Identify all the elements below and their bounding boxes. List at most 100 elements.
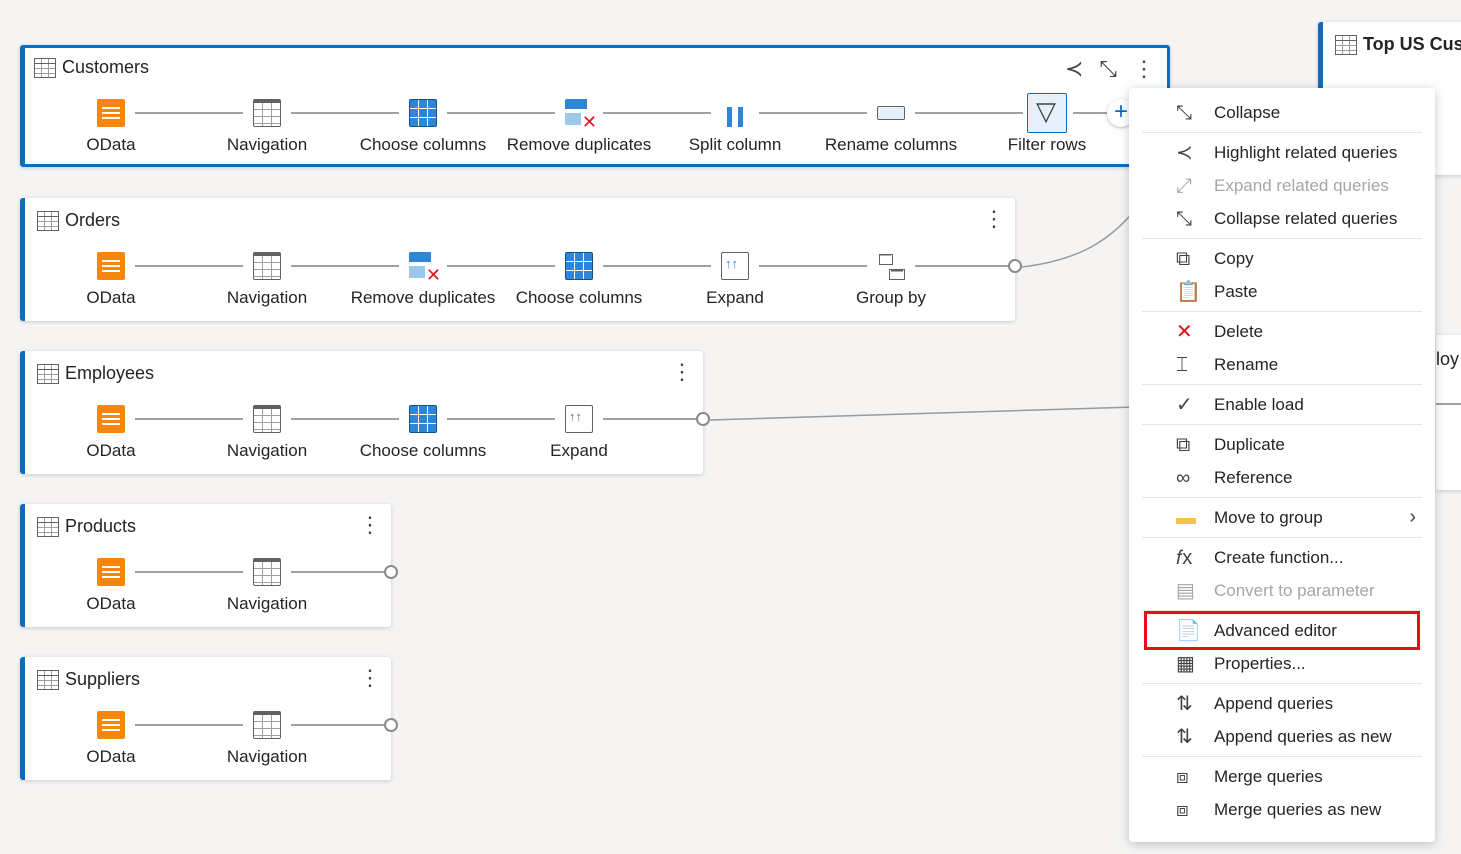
menu-item-expand-related-queries[interactable]: ⤢ Expand related queries [1142,169,1422,202]
query-card-customers[interactable]: Customers ≺ ⤡ ⋮ OData Navigation Choose column… [20,45,1170,167]
wire-employees [709,406,1136,421]
step-label: Navigation [226,594,308,613]
highlight-related-icon[interactable]: ≺ [1064,56,1084,81]
query-card-partial[interactable]: loy [1436,335,1461,490]
share-icon: ≺ [1176,141,1193,164]
step-filter-rows[interactable]: Filter rows [972,93,1122,155]
step-navigation[interactable]: Navigation [192,711,342,767]
nav-step-icon [253,558,281,586]
more-options-icon[interactable]: ⋮ [359,665,381,690]
output-port[interactable] [1008,259,1022,273]
menu-item-merge-queries-as-new[interactable]: ⧈Merge queries as new [1142,793,1422,826]
reference-icon: ∞ [1176,466,1191,489]
step-label: Remove duplicates [506,135,652,154]
more-options-icon[interactable]: ⋮ [359,512,381,537]
menu-item-copy[interactable]: ⧉Copy [1142,242,1422,275]
step-label: OData [86,441,136,460]
choose-step-icon [565,252,593,280]
menu-item-duplicate[interactable]: ⧉Duplicate [1142,428,1422,461]
step-label: Filter rows [1007,135,1087,154]
parameter-icon: ▤ [1176,579,1195,602]
menu-item-convert-to-parameter[interactable]: ▤Convert to parameter [1142,574,1422,607]
step-odata[interactable]: OData [36,99,186,155]
step-split-column[interactable]: Split column [660,99,810,155]
menu-item-move-to-group[interactable]: ▬Move to group› [1142,501,1422,534]
step-rename-columns[interactable]: Rename columns [816,99,966,155]
menu-item-delete[interactable]: ✕Delete [1142,315,1422,348]
menu-item-properties[interactable]: ▦Properties... [1142,647,1422,680]
menu-item-paste[interactable]: 📋Paste [1142,275,1422,308]
more-options-icon[interactable]: ⋮ [983,206,1005,231]
step-label: Remove duplicates [350,288,496,307]
step-label: Expand [706,288,764,307]
step-remove-duplicates[interactable]: Remove duplicates [504,99,654,155]
connector-line [135,418,243,420]
connector-line [603,265,711,267]
step-label: OData [86,747,136,766]
step-label: OData [86,135,136,154]
menu-item-rename[interactable]: ⌶Rename [1142,348,1422,381]
menu-item-label: Rename [1214,354,1279,374]
step-navigation[interactable]: Navigation [192,252,342,308]
query-card-suppliers[interactable]: Suppliers ⋮ OData Navigation [20,657,398,780]
nav-step-icon [253,99,281,127]
more-options-icon[interactable]: ⋮ [671,359,693,384]
step-expand[interactable]: Expand [504,405,654,461]
step-navigation[interactable]: Navigation [192,99,342,155]
function-icon: 𝑓x [1176,546,1193,569]
menu-item-label: Duplicate [1214,434,1285,454]
query-card-orders[interactable]: Orders ⋮ ODataNavigationRemove duplicates C… [20,198,1022,321]
menu-item-label: Append queries as new [1214,726,1392,746]
connector-line [291,571,385,573]
step-odata[interactable]: OData [36,405,186,461]
output-port[interactable] [384,565,398,579]
step-odata[interactable]: OData [36,711,186,767]
menu-item-label: Merge queries as new [1214,799,1382,819]
connector-line [447,265,555,267]
append-icon: ⇅ [1176,692,1193,715]
menu-item-label: Expand related queries [1214,175,1389,195]
step-navigation[interactable]: Navigation [192,558,342,614]
collapse-icon[interactable]: ⤡ [1099,56,1117,81]
output-port[interactable] [384,718,398,732]
more-options-icon[interactable]: ⋮ [1133,56,1155,81]
step-navigation[interactable]: Navigation [192,405,342,461]
expand-icon: ⤢ [1176,174,1192,197]
wire-orders [1021,209,1136,268]
step-expand[interactable]: Expand [660,252,810,308]
query-title: Customers [62,57,150,77]
menu-item-advanced-editor[interactable]: 📄Advanced editor [1144,611,1420,650]
menu-item-highlight-related-queries[interactable]: ≺Highlight related queries [1142,136,1422,169]
step-label: Navigation [226,135,308,154]
step-group-by[interactable]: Group by [816,252,966,308]
query-title: Employees [65,363,155,383]
query-title: Top US Cust [1363,34,1461,54]
step-choose-columns[interactable]: Choose columns [348,99,498,155]
query-header: Suppliers [37,669,140,690]
output-port[interactable] [696,412,710,426]
step-odata[interactable]: OData [36,252,186,308]
step-choose-columns[interactable]: Choose columns [348,405,498,461]
step-odata[interactable]: OData [36,558,186,614]
connector-line [1073,112,1113,114]
menu-item-append-queries-as-new[interactable]: ⇅Append queries as new [1142,720,1422,753]
copy-icon: ⧉ [1176,247,1191,270]
delete-icon: ✕ [1176,320,1193,343]
menu-item-collapse-related-queries[interactable]: ⤡Collapse related queries [1142,202,1422,235]
query-title: Orders [65,210,121,230]
menu-item-reference[interactable]: ∞Reference [1142,461,1422,494]
step-label: Choose columns [359,135,487,154]
menu-item-append-queries[interactable]: ⇅Append queries [1142,687,1422,720]
step-remove-duplicates[interactable]: Remove duplicates [348,252,498,308]
remdup-step-icon [565,99,597,133]
menu-item-collapse[interactable]: ⤡Collapse [1142,96,1422,129]
remdup-step-icon [409,252,441,286]
menu-item-enable-load[interactable]: ✓Enable load [1142,388,1422,421]
step-choose-columns[interactable]: Choose columns [504,252,654,308]
menu-item-merge-queries[interactable]: ⧈Merge queries [1142,760,1422,793]
menu-separator [1142,756,1422,757]
